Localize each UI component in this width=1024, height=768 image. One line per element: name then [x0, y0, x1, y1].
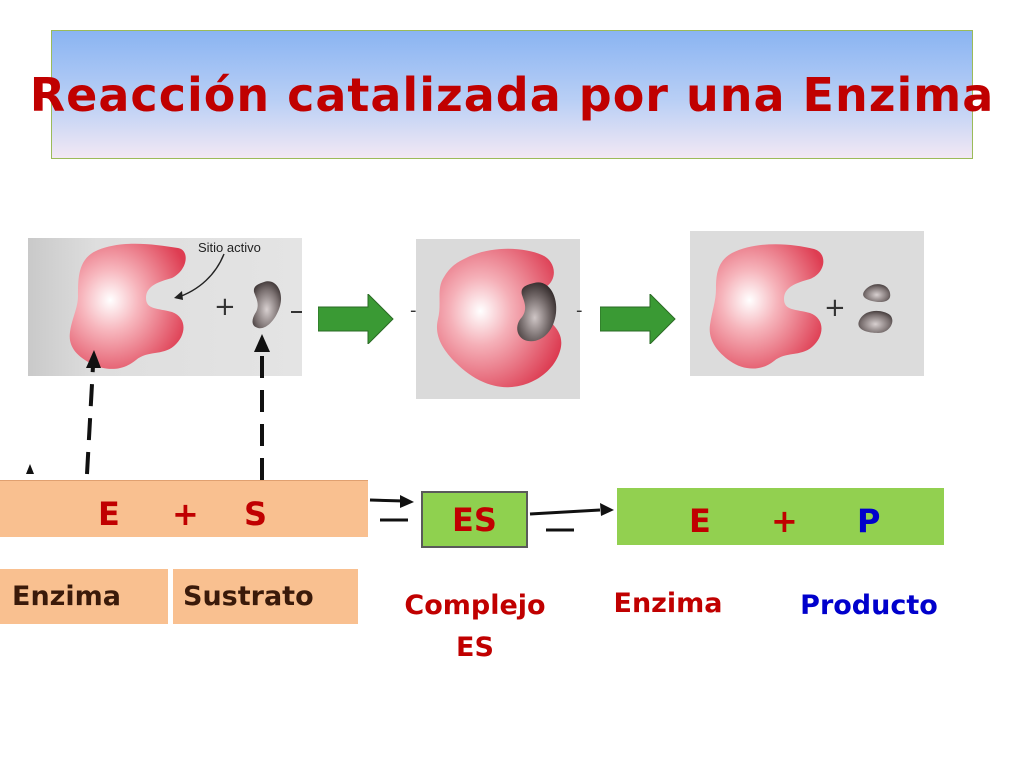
complex-label-line1: Complejo — [404, 590, 546, 621]
plus-sign: + — [824, 293, 846, 323]
plus-symbol: + — [771, 502, 798, 540]
small-arrowhead-icon — [26, 464, 34, 474]
dashed-pointer-enzyme — [85, 365, 95, 475]
page-title: Reacción catalizada por una Enzima — [29, 67, 995, 122]
substrate-symbol: S — [244, 495, 268, 533]
substrate-shape — [517, 282, 557, 342]
enzyme-shape — [709, 244, 824, 369]
dash-mark: - — [576, 300, 583, 321]
substrate-label: Sustrato — [183, 581, 314, 612]
product-fragment-bottom — [858, 310, 893, 333]
enzyme-substrate-illustration: Sitio activo + — [28, 238, 302, 376]
substrate-shape — [252, 281, 282, 329]
enzyme-symbol: E — [689, 502, 711, 540]
reaction-arrow-icon — [318, 294, 394, 344]
product-fragment-top — [863, 284, 891, 303]
enzyme-shape — [436, 248, 562, 388]
enzyme-shape — [69, 243, 186, 369]
forward-arrowhead-icon — [600, 503, 614, 516]
enzyme-substrate-box: E + S — [0, 480, 368, 537]
enzyme-label: Enzima — [12, 581, 121, 612]
es-complex-box: ES — [421, 491, 528, 548]
free-enzyme-label: Enzima — [613, 588, 723, 619]
dash-mark: - — [410, 300, 417, 321]
active-site-label: Sitio activo — [198, 240, 261, 255]
reaction-arrow-icon — [600, 294, 676, 344]
complex-label: Complejo ES — [385, 585, 565, 669]
product-symbol: P — [857, 502, 881, 540]
enzyme-product-illustration: + — [690, 231, 924, 376]
enzyme-product-box: E + P — [617, 488, 944, 545]
plus-sign: + — [214, 292, 236, 322]
product-label: Producto — [800, 590, 938, 621]
forward-arrowhead-icon — [400, 495, 414, 508]
plus-symbol: + — [172, 495, 199, 533]
enzyme-symbol: E — [98, 495, 120, 533]
complex-label-line2: ES — [456, 632, 494, 663]
complex-symbol: ES — [452, 500, 497, 539]
substrate-label-box: Sustrato — [173, 569, 358, 624]
enzyme-label-box: Enzima — [0, 569, 168, 624]
title-banner: Reacción catalizada por una Enzima — [30, 30, 993, 159]
es-complex-illustration — [416, 239, 580, 399]
